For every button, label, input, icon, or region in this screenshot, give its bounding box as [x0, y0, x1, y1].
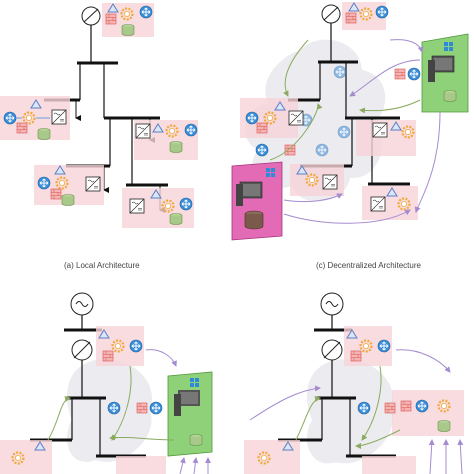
panel-centralized-architecture [0, 292, 213, 474]
transformer-icon [321, 339, 343, 361]
generator-icon [320, 292, 344, 316]
transformer-icon [71, 339, 93, 361]
windows-logo-icon [266, 168, 275, 177]
control-center-green [167, 371, 213, 457]
generator-icon [70, 292, 94, 316]
controller-box-left [0, 440, 52, 474]
network-cloud [245, 39, 386, 202]
database-icon [244, 210, 264, 230]
panel-distributed-architecture [244, 292, 464, 474]
controller-box-left [240, 98, 304, 138]
control-center-magenta [231, 161, 283, 241]
computer-icon [428, 55, 455, 82]
windows-logo-icon [444, 42, 453, 51]
panel-local-architecture [0, 3, 198, 228]
controller-box-left [244, 440, 300, 474]
panel-decentralized-architecture [231, 2, 469, 241]
control-center-green [421, 33, 469, 113]
controller-box-lower [290, 164, 344, 196]
controller-box-left [0, 96, 70, 140]
controller-box-right [116, 456, 166, 474]
controller-box-top [96, 326, 144, 366]
controller-box-right [356, 120, 416, 156]
controller-box-lower [34, 165, 104, 206]
transformer-icon [81, 6, 101, 26]
controller-box-right [134, 120, 198, 160]
controller-box-top [344, 326, 392, 366]
controller-box-bottom [362, 186, 418, 220]
caption-local-architecture: (a) Local Architecture [64, 261, 140, 270]
controller-box-right [392, 390, 464, 436]
caption-decentralized-architecture: (c) Decentralized Architecture [316, 261, 421, 270]
transformer-icon [321, 4, 341, 24]
controller-box-top [342, 2, 389, 30]
controller-box-bottom [122, 188, 194, 228]
controller-box-top [102, 3, 154, 37]
controller-box-lower [362, 456, 416, 474]
